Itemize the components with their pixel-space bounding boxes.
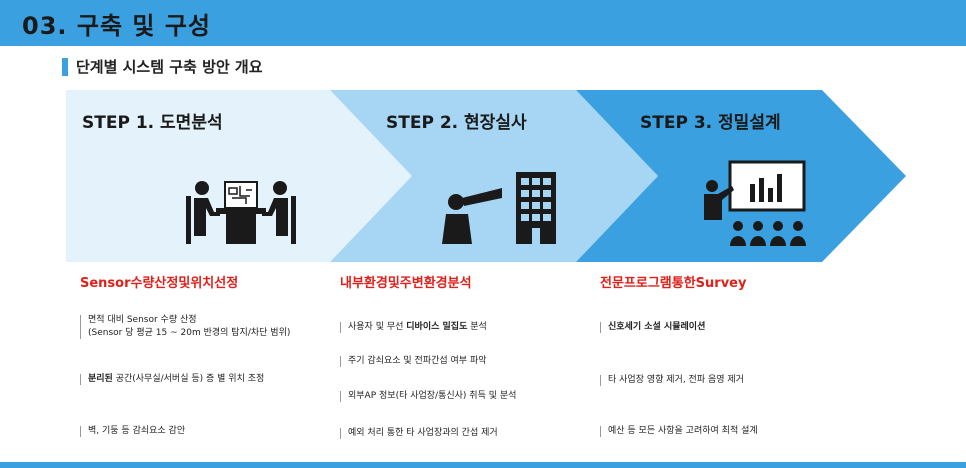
step2-item-3: 외부AP 정보(타 사업장/통신사) 취득 및 분석 [340,390,516,403]
step3-section-heading: 전문프로그램통한Survey [600,276,747,291]
step3-title: STEP 3. 정밀설계 [640,113,781,133]
header-bar [0,0,966,46]
step1-section-heading: Sensor수량산정및위치선정 [80,276,239,291]
telescope-building-icon [442,172,556,244]
step2-item-1: 사용자 및 무선 디바이스 밀집도 분석 [340,321,487,334]
presentation-audience-icon [704,160,806,246]
step2-section-heading: 내부환경및주변환경분석 [340,276,472,291]
step1-item-3: 벽, 기둥 등 감쇠요소 감안 [80,425,185,438]
step2-title: STEP 2. 현장실사 [386,113,527,133]
section-subtitle: 단계별 시스템 구축 방안 개요 [76,58,263,76]
step1-title: STEP 1. 도면분석 [82,113,223,133]
step2-item-4: 예외 처리 통한 타 사업장과의 간섭 제거 [340,427,498,440]
page-title: 03. 구축 및 구성 [22,12,211,40]
step1-chevron [66,90,412,262]
step3-item-3: 예산 등 모든 사항을 고려하여 최적 설계 [600,425,758,438]
step3-item-2: 타 사업장 영향 제거, 전파 음영 제거 [600,374,744,387]
step2-item-2: 주기 감쇠요소 및 전파간섭 여부 파악 [340,355,487,368]
step1-item-1: 면적 대비 Sensor 수량 산정 (Sensor 당 평균 15 ~ 20m… [80,314,290,340]
step1-item-2: 분리된 공간(사무실/서버실 등) 증 별 위치 조정 [80,373,264,386]
footer-bar [0,462,966,468]
meeting-table-icon [186,181,296,244]
step3-item-1: 신호세기 소설 시뮬레이션 [600,321,705,334]
step2-chevron [330,90,658,262]
subtitle-marker [62,58,68,76]
